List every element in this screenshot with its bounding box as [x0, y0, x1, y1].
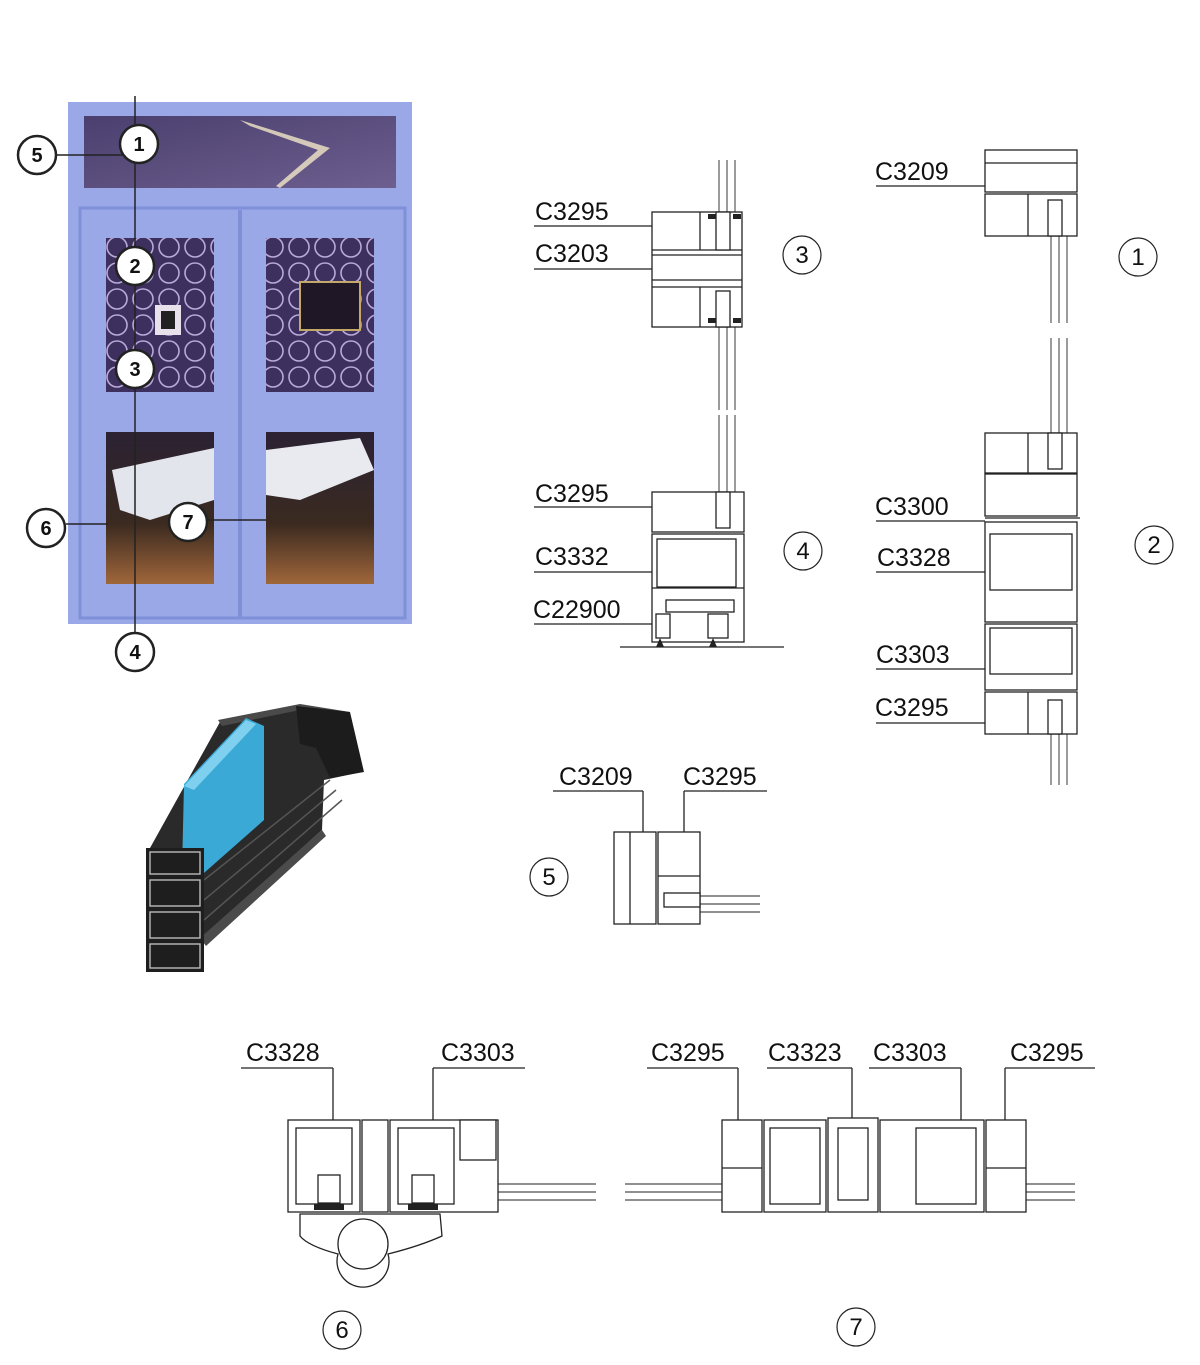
svg-text:2: 2	[129, 256, 140, 278]
section-7-label-c3303: C3303	[873, 1039, 947, 1067]
section-3-label-c3203: C3203	[535, 240, 609, 268]
glass-pane	[182, 718, 264, 880]
section-6-label-c3303: C3303	[441, 1039, 515, 1067]
section-7-label-c3323: C3323	[768, 1039, 842, 1067]
svg-text:5: 5	[31, 145, 42, 167]
section-6-number: 6	[335, 1317, 348, 1344]
photo-marker-3: 3	[114, 348, 156, 390]
section-2-label-c3300: C3300	[875, 493, 949, 521]
section-2: C3300 C3328 C3303 C3295 2	[875, 338, 1174, 785]
section-1-label-c3209: C3209	[875, 158, 949, 186]
svg-text:1: 1	[133, 134, 144, 156]
svg-text:4: 4	[129, 642, 141, 664]
photo-marker-2: 2	[114, 245, 156, 287]
section-7: C3295 C3323 C3303 C3295 7	[625, 1039, 1095, 1347]
section-4-label-c22900: C22900	[533, 596, 621, 624]
section-5: C3209 C3295 5	[529, 763, 767, 925]
section-4-label-c3332: C3332	[535, 543, 609, 571]
section-2-label-c3328: C3328	[877, 544, 951, 572]
section-2-label-c3295: C3295	[875, 694, 949, 722]
profile-3d-illustration	[146, 704, 364, 972]
section-7-label-c3295-left: C3295	[651, 1039, 725, 1067]
section-5-c3209	[613, 831, 657, 925]
section-2-number: 2	[1147, 532, 1160, 559]
section-5-c3295	[657, 831, 701, 925]
svg-text:6: 6	[40, 518, 51, 540]
section-6: C3328 C3303 6	[241, 1039, 596, 1350]
section-5-label-c3295: C3295	[683, 763, 757, 791]
svg-text:7: 7	[182, 512, 193, 534]
photo-marker-4: 4	[114, 631, 156, 673]
section-6-label-c3328: C3328	[246, 1039, 320, 1067]
photo-marker-1: 1	[118, 123, 160, 165]
section-2-c3295	[984, 691, 1078, 735]
section-3: C3295 C3203 3	[534, 160, 822, 410]
section-7-label-c3295-right: C3295	[1010, 1039, 1084, 1067]
section-4: C3295 C3332 C22900 4	[533, 415, 823, 648]
section-2-c3300	[984, 473, 1078, 517]
photo-marker-7: 7	[167, 501, 209, 543]
section-1: C3209 1	[875, 149, 1158, 323]
section-2-sash-top	[984, 432, 1078, 474]
photo-marker-6: 6	[25, 507, 67, 549]
section-3-number: 3	[795, 242, 808, 269]
section-1-profile-sash	[984, 193, 1078, 237]
door-handle-hinge	[299, 1213, 443, 1288]
svg-text:3: 3	[129, 359, 140, 381]
section-1-profile-top	[984, 149, 1078, 193]
section-7-c3295-right	[985, 1119, 1027, 1213]
photo-marker-5: 5	[16, 134, 58, 176]
section-1-number: 1	[1131, 244, 1144, 271]
section-5-label-c3209: C3209	[559, 763, 633, 791]
section-5-number: 5	[542, 864, 555, 891]
section-7-c3295-left	[721, 1119, 763, 1213]
section-7-number: 7	[849, 1314, 862, 1341]
section-4-number: 4	[796, 538, 809, 565]
section-3-label-c3295: C3295	[535, 198, 609, 226]
window-photo: 1 2 3 4 5 6 7	[16, 96, 412, 673]
section-4-label-c3295: C3295	[535, 480, 609, 508]
section-2-label-c3303: C3303	[876, 641, 950, 669]
